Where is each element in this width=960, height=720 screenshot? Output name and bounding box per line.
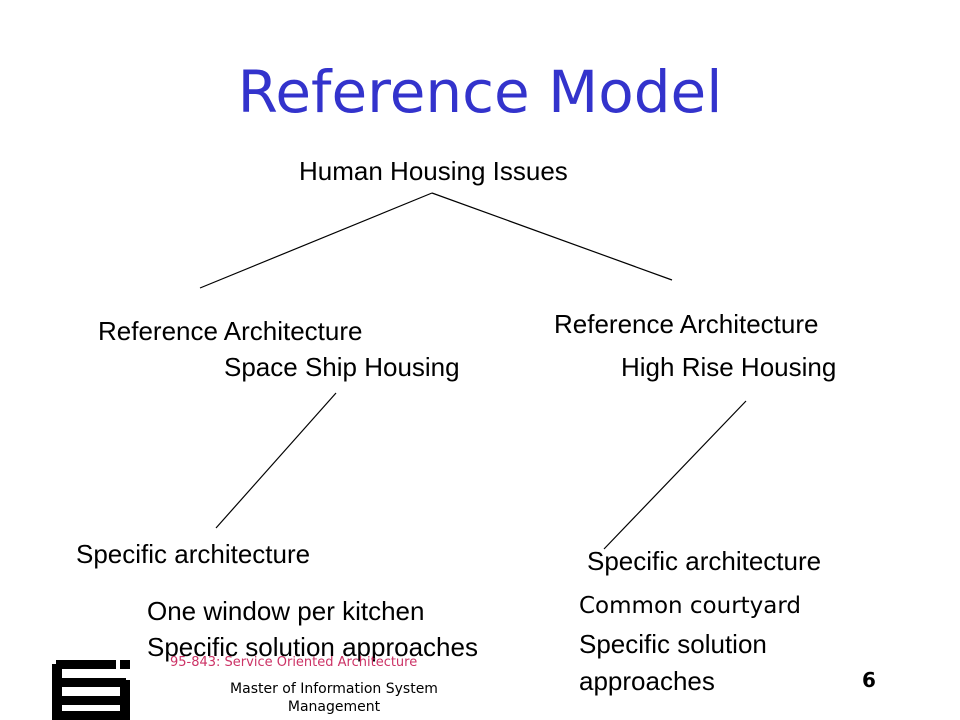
reference-architecture-left-name: Space Ship Housing: [224, 352, 460, 382]
connector-left-specific: [215, 392, 337, 529]
reference-architecture-left-label: Reference Architecture: [98, 316, 363, 346]
specific-architecture-right-heading: Specific architecture: [587, 546, 822, 576]
connector-root-right: [431, 192, 673, 281]
specific-architecture-right-approach-2: approaches: [579, 666, 715, 696]
root-node: Human Housing Issues: [299, 156, 568, 186]
specific-architecture-left-heading: Specific architecture: [76, 539, 311, 569]
reference-architecture-right-label: Reference Architecture: [554, 309, 819, 339]
specific-architecture-left-approach: Specific solution approaches: [147, 632, 478, 662]
specific-architecture-right-approach-1: Specific solution: [579, 629, 767, 659]
slide-title: Reference Model: [237, 58, 723, 126]
reference-architecture-right-name: High Rise Housing: [621, 352, 837, 382]
specific-architecture-right-example: Common courtyard: [579, 593, 802, 619]
course-footer: 95-843: Service Oriented Architecture: [170, 655, 418, 670]
connector-root-left: [199, 192, 433, 289]
program-footer: Master of Information System Management: [230, 681, 438, 715]
program-logo-icon: [52, 660, 130, 720]
specific-architecture-left-example: One window per kitchen: [147, 596, 425, 626]
connector-right-specific: [603, 400, 747, 550]
page-number: 6: [862, 668, 876, 692]
